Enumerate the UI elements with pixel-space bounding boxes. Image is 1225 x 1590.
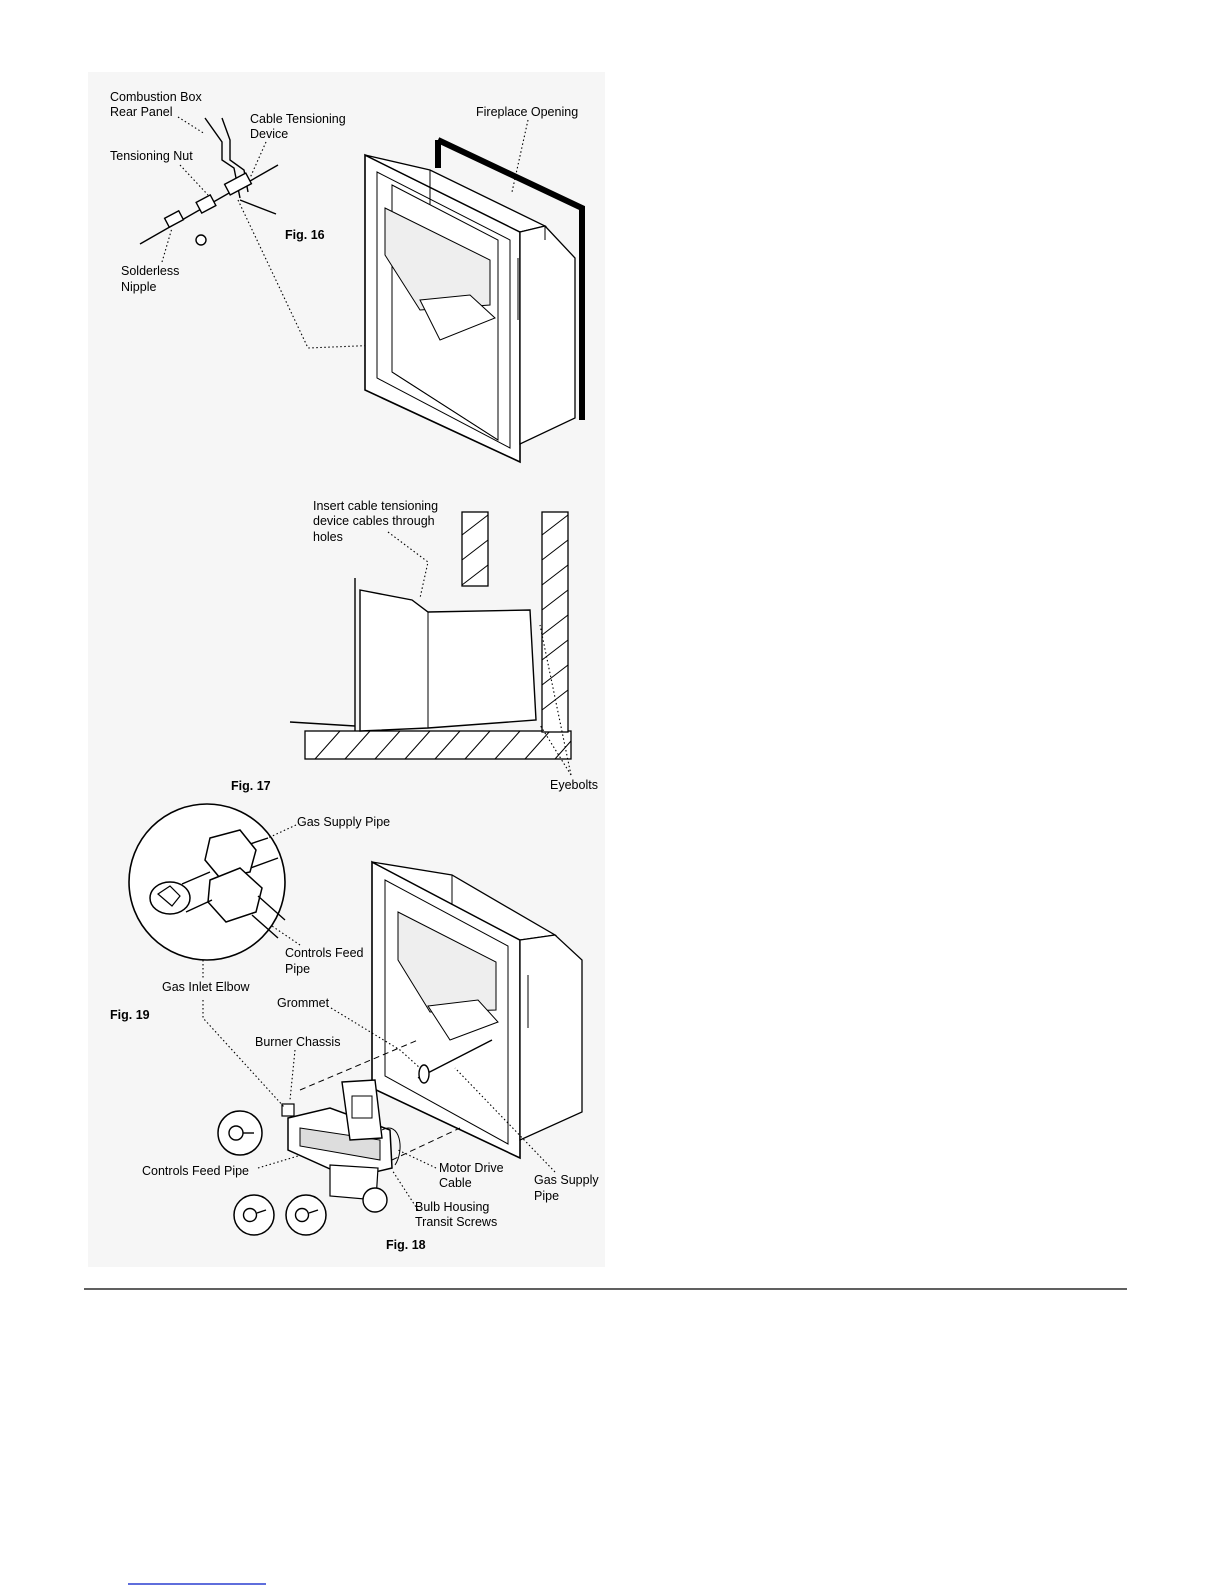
fig16-diagram: [139, 116, 585, 464]
floor-hatching: [314, 730, 572, 760]
grommet: [418, 1064, 430, 1084]
tensioning-nut: [195, 193, 217, 215]
leader-tensioning-nut: [179, 164, 209, 196]
leader-insert: [387, 531, 429, 599]
nipple-screw: [195, 234, 207, 246]
fireplace-opening-outline: [435, 137, 585, 420]
label-controls-feed: Controls Feed: [285, 946, 364, 960]
leader-grommet: [330, 1007, 421, 1069]
label-burner-chassis: Burner Chassis: [255, 1035, 340, 1049]
figure-label-fig19: Fig. 19: [110, 1008, 150, 1022]
label-motor-drive-cable: Cable: [439, 1176, 472, 1190]
label-bulb-housing: Bulb Housing: [415, 1200, 489, 1214]
label-fireplace-opening: Fireplace Opening: [476, 105, 578, 119]
gas-supply-pipe-rod: [417, 1039, 493, 1079]
label-gas-supply: Gas Supply: [534, 1173, 599, 1187]
fig17-labels: Insert cable tensioning device cables th…: [231, 499, 598, 793]
fig19-diagram: [128, 803, 301, 980]
figure-label-fig17: Fig. 17: [231, 779, 271, 793]
hearth-floor: [304, 730, 572, 760]
chimney-wall: [541, 511, 569, 733]
fig18-labels: Grommet Burner Chassis Controls Feed Pip…: [142, 996, 599, 1252]
leader-eyebolt-bottom: [539, 724, 572, 776]
leader-burner-chassis: [289, 1049, 296, 1101]
fig16-labels: Combustion Box Rear Panel Cable Tensioni…: [110, 90, 578, 294]
label-cable-tensioning: Cable Tensioning: [250, 112, 346, 126]
cable-tensioning-device: [223, 172, 253, 196]
wall-hatching: [541, 514, 569, 711]
leader-gas-supply: [267, 824, 297, 839]
detail-circle: [128, 803, 286, 961]
fig17-diagram: [289, 511, 572, 776]
fig18-diagram: [202, 860, 583, 1236]
leader-controls-feed: [271, 925, 301, 946]
label-insert-line1: Insert cable tensioning: [313, 499, 438, 513]
label-controls-feed-pipe: Pipe: [285, 962, 310, 976]
floor-line: [289, 721, 356, 727]
label-gas-supply-pipe-fig18: Pipe: [534, 1189, 559, 1203]
label-motor-drive: Motor Drive: [439, 1161, 504, 1175]
label-nipple: Nipple: [121, 280, 156, 294]
label-solderless: Solderless: [121, 264, 179, 278]
leader-cable-tensioning: [249, 141, 267, 179]
label-insert-line2: device cables through: [313, 514, 435, 528]
label-gas-supply-pipe: Gas Supply Pipe: [297, 815, 390, 829]
fire-unit-fig18: [371, 860, 583, 1160]
top-nut: [204, 829, 257, 879]
figure-label-fig18: Fig. 18: [386, 1238, 426, 1252]
leader-motor-drive: [397, 1149, 437, 1169]
label-device: Device: [250, 127, 288, 141]
label-gas-inlet-elbow: Gas Inlet Elbow: [162, 980, 251, 994]
leader-controls-feed-pipe: [257, 1155, 299, 1169]
label-transit-screws: Transit Screws: [415, 1215, 497, 1229]
transit-screw-callouts: [217, 1110, 327, 1236]
figure-label-fig16: Fig. 16: [285, 228, 325, 242]
elbow-body: [181, 871, 213, 913]
leader-fireplace-opening: [511, 119, 529, 193]
label-insert-line3: holes: [313, 530, 343, 544]
cable-end: [239, 199, 277, 215]
leader-gas-supply-fig18: [454, 1067, 556, 1173]
label-tensioning-nut: Tensioning Nut: [110, 149, 193, 163]
leader-eyebolt-top: [539, 624, 572, 776]
fire-unit-fig16: [364, 153, 576, 464]
label-grommet: Grommet: [277, 996, 330, 1010]
feed-pipe: [251, 895, 286, 939]
solderless-nipple: [163, 209, 185, 229]
fire-box-side: [359, 589, 537, 732]
label-combustion-box: Combustion Box: [110, 90, 202, 104]
lintel-hatching: [461, 514, 489, 586]
label-controls-feed-pipe: Controls Feed Pipe: [142, 1164, 249, 1178]
alignment-lines: [299, 1039, 461, 1161]
leader-combustion-box: [177, 116, 206, 135]
fig19-labels: Gas Supply Pipe Controls Feed Pipe Gas I…: [110, 815, 390, 1022]
burner-chassis: [281, 1079, 401, 1213]
label-eyebolts: Eyebolts: [550, 778, 598, 792]
label-rear-panel: Rear Panel: [110, 105, 173, 119]
lintel: [461, 511, 489, 587]
